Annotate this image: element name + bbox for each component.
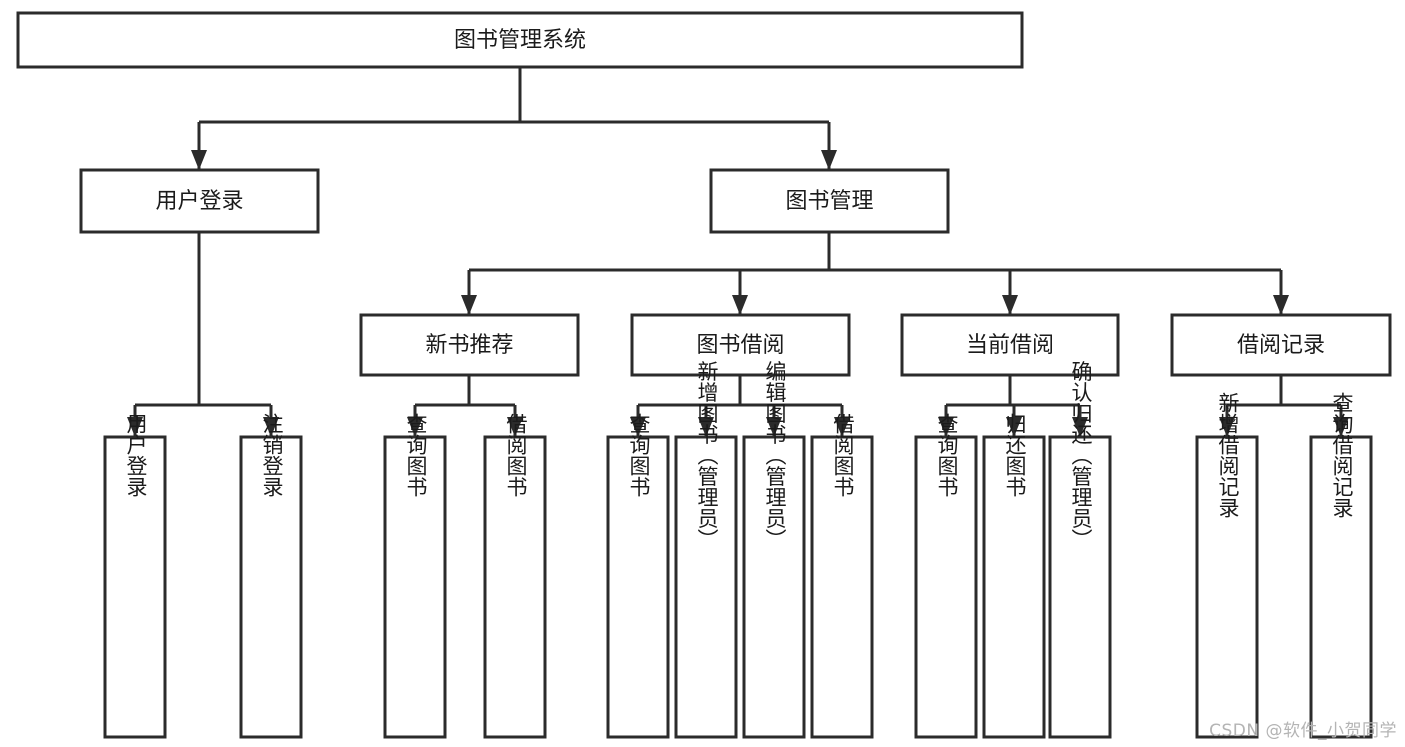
node-label: 借阅图书 xyxy=(831,413,855,497)
node-leaf-query-book-borrow[interactable]: 查询图书 xyxy=(606,413,670,739)
connector-arrowhead xyxy=(127,417,143,437)
node-book-manage[interactable]: 图书管理 xyxy=(709,168,950,234)
node-label: 用户登录 xyxy=(155,189,243,214)
node-label: 查询图书 xyxy=(404,413,428,497)
node-label: 图书管理 xyxy=(785,189,873,214)
connector-arrowhead xyxy=(938,417,954,437)
connectors-layer xyxy=(127,67,1349,437)
node-leaf-logout[interactable]: 注销登录 xyxy=(239,413,303,739)
node-label: 查询图书 xyxy=(935,413,959,497)
node-user-login[interactable]: 用户登录 xyxy=(79,168,320,234)
leaf-node-box[interactable] xyxy=(982,435,1046,739)
connector-arrowhead xyxy=(1002,295,1018,315)
connector-conn-root-bus xyxy=(191,67,837,170)
node-label: 图书借阅 xyxy=(696,333,784,358)
node-book-borrow[interactable]: 图书借阅 xyxy=(630,313,851,377)
node-label: 新书推荐 xyxy=(425,333,513,358)
node-label: 新增借阅记录 xyxy=(1216,392,1240,518)
connector-arrowhead xyxy=(1006,417,1022,437)
leaf-node-box[interactable] xyxy=(383,435,447,739)
leaf-node-box[interactable] xyxy=(606,435,670,739)
node-label: 归还图书 xyxy=(1003,413,1027,497)
connector-conn-book-borrow-bus xyxy=(630,375,850,437)
level3-node-box[interactable] xyxy=(900,313,1120,377)
node-label: 借阅记录 xyxy=(1237,333,1325,358)
root-node-box[interactable] xyxy=(16,11,1024,69)
level3-node-box[interactable] xyxy=(359,313,580,377)
connector-conn-user-login-bus xyxy=(127,232,279,437)
connector-arrowhead xyxy=(191,150,207,170)
leaf-node-box[interactable] xyxy=(1195,435,1259,739)
leaf-node-box[interactable] xyxy=(674,435,738,739)
connector-arrowhead xyxy=(407,417,423,437)
node-label: 确认归还（管理员） xyxy=(1069,361,1093,550)
level2-node-box[interactable] xyxy=(79,168,320,234)
level2-node-box[interactable] xyxy=(709,168,950,234)
leaf-node-box[interactable] xyxy=(239,435,303,739)
node-label: 查询图书 xyxy=(627,413,651,497)
connector-arrowhead xyxy=(461,295,477,315)
node-new-book-recommend[interactable]: 新书推荐 xyxy=(359,313,580,377)
level3-node-box[interactable] xyxy=(1170,313,1392,377)
node-leaf-add-borrow-record[interactable]: 新增借阅记录 xyxy=(1195,392,1259,739)
node-leaf-user-login[interactable]: 用户登录 xyxy=(103,413,167,739)
leaf-node-box[interactable] xyxy=(1048,435,1112,739)
node-label: 当前借阅 xyxy=(966,333,1054,358)
connector-arrowhead xyxy=(766,417,782,437)
connector-arrowhead xyxy=(1273,295,1289,315)
node-leaf-confirm-return-admin[interactable]: 确认归还（管理员） xyxy=(1048,361,1112,739)
node-leaf-add-book-admin[interactable]: 新增图书（管理员） xyxy=(674,361,738,739)
connector-conn-current-borrow-bus xyxy=(938,375,1088,437)
node-leaf-query-borrow-record[interactable]: 查询借阅记录 xyxy=(1309,392,1373,739)
leaf-node-box[interactable] xyxy=(810,435,874,739)
node-leaf-borrow-book[interactable]: 借阅图书 xyxy=(810,413,874,739)
leaf-node-box[interactable] xyxy=(103,435,167,739)
leaf-node-box[interactable] xyxy=(483,435,547,739)
connector-arrowhead xyxy=(1072,417,1088,437)
node-label: 图书管理系统 xyxy=(454,28,586,53)
connector-arrowhead xyxy=(1333,417,1349,437)
connector-arrowhead xyxy=(1219,417,1235,437)
node-label: 注销登录 xyxy=(260,413,284,497)
connector-arrowhead xyxy=(834,417,850,437)
node-borrow-record[interactable]: 借阅记录 xyxy=(1170,313,1392,377)
connector-conn-book-manage-bus xyxy=(461,232,1289,315)
connector-arrowhead xyxy=(630,417,646,437)
leaf-node-box[interactable] xyxy=(1309,435,1373,739)
node-label: 查询借阅记录 xyxy=(1330,392,1354,518)
connector-arrowhead xyxy=(507,417,523,437)
node-label: 借阅图书 xyxy=(504,413,528,497)
connector-conn-borrow-record-bus xyxy=(1219,375,1349,437)
connector-arrowhead xyxy=(698,417,714,437)
connector-arrowhead xyxy=(821,150,837,170)
node-label: 编辑图书（管理员） xyxy=(763,361,787,550)
node-label: 用户登录 xyxy=(124,413,148,497)
node-leaf-return-book[interactable]: 归还图书 xyxy=(982,413,1046,739)
node-root[interactable]: 图书管理系统 xyxy=(16,11,1024,69)
level3-node-box[interactable] xyxy=(630,313,851,377)
connector-arrowhead xyxy=(732,295,748,315)
leaf-node-box[interactable] xyxy=(914,435,978,739)
leaf-node-box[interactable] xyxy=(742,435,806,739)
node-current-borrow[interactable]: 当前借阅 xyxy=(900,313,1120,377)
node-leaf-query-book-current[interactable]: 查询图书 xyxy=(914,413,978,739)
connector-conn-new-book-bus xyxy=(407,375,523,437)
node-leaf-borrow-book-rec[interactable]: 借阅图书 xyxy=(483,413,547,739)
node-leaf-query-book-rec[interactable]: 查询图书 xyxy=(383,413,447,739)
connector-arrowhead xyxy=(263,417,279,437)
node-leaf-edit-book-admin[interactable]: 编辑图书（管理员） xyxy=(742,361,806,739)
node-label: 新增图书（管理员） xyxy=(695,361,719,550)
nodes-layer: 图书管理系统用户登录图书管理新书推荐图书借阅当前借阅借阅记录用户登录注销登录查询… xyxy=(16,11,1392,739)
